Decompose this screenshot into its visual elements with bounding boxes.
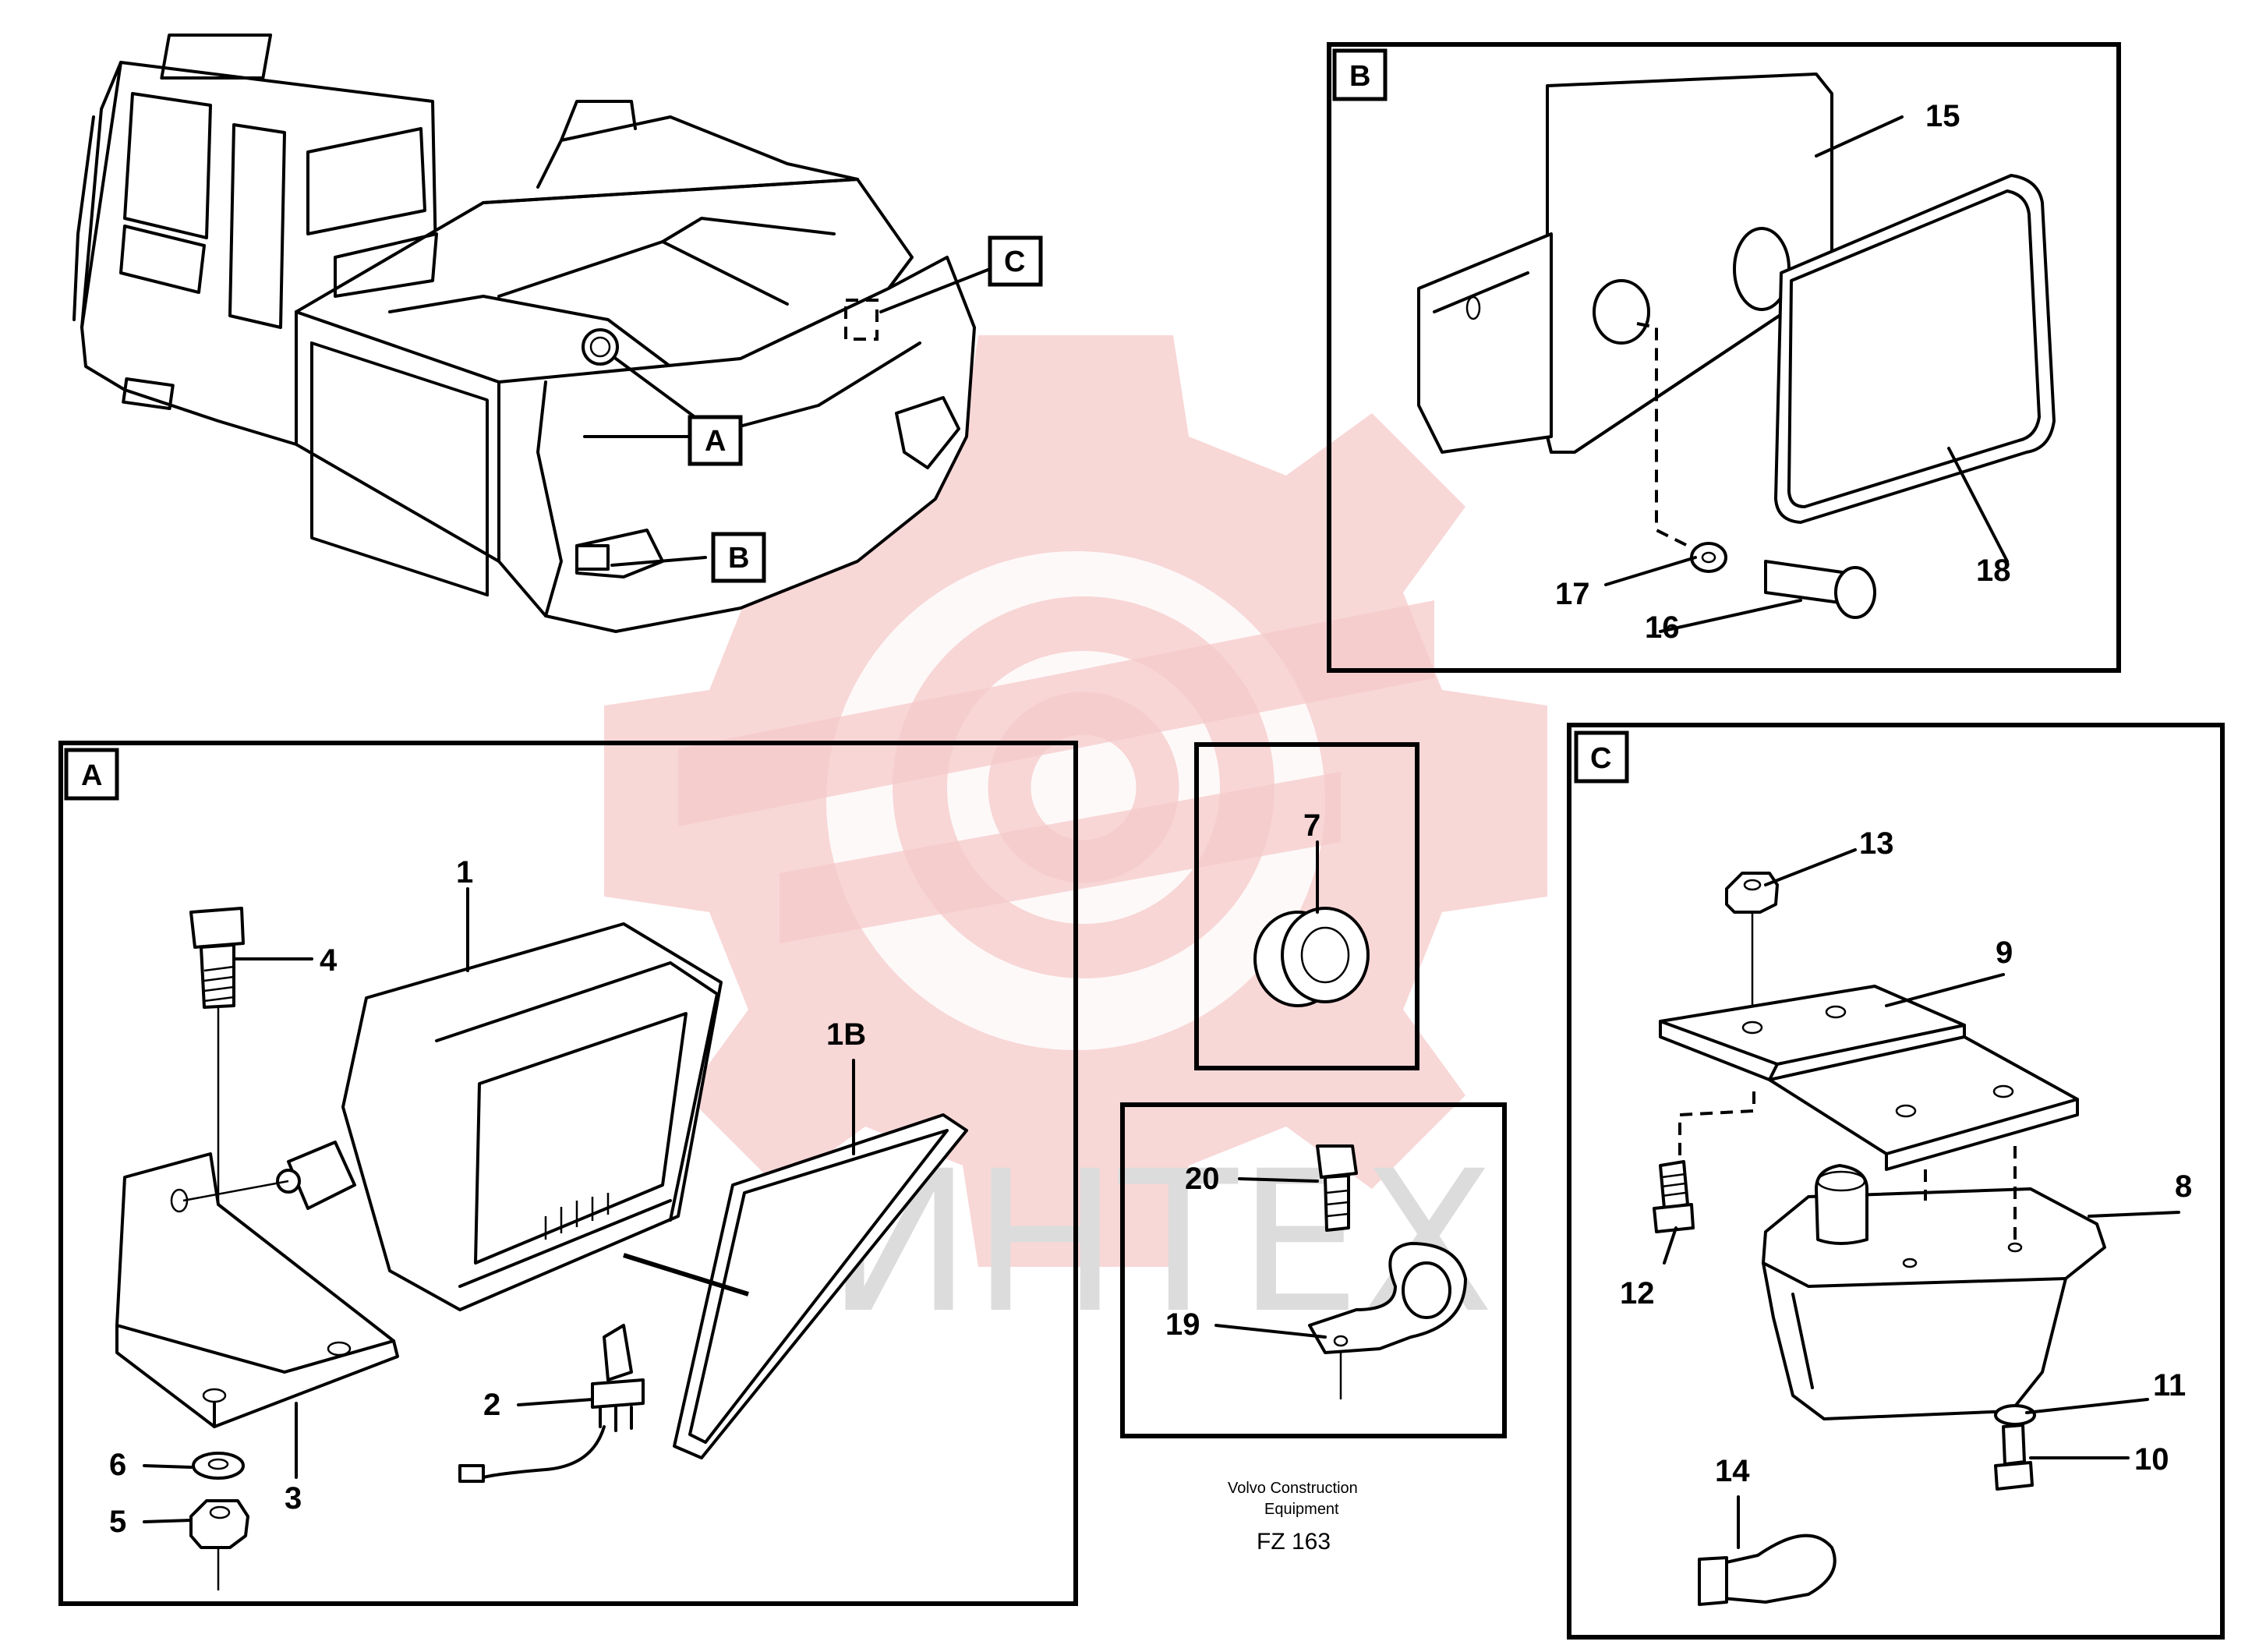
part-number-2: 2 <box>483 1388 500 1422</box>
part-number-3: 3 <box>285 1481 302 1516</box>
detail-a-panel: A <box>58 741 1078 1606</box>
part-number-7: 7 <box>1303 808 1320 843</box>
detail-c-panel: C <box>1567 723 2225 1640</box>
part-number-4: 4 <box>320 943 338 978</box>
part-number-20: 20 <box>1185 1162 1220 1196</box>
part-number-14: 14 <box>1715 1454 1750 1488</box>
part-number-18: 18 <box>1976 554 2011 588</box>
part-number-11: 11 <box>2153 1368 2186 1403</box>
caption-line-1: Volvo Construction <box>1228 1480 1358 1497</box>
detail-c-tag-label: C <box>1590 742 1611 775</box>
detail-clip-panel: 20 19 <box>1120 1102 1507 1438</box>
overview-tag-c-label: C <box>1004 246 1025 278</box>
overview-tag-b-label: B <box>728 542 749 575</box>
part-number-1: 1 <box>456 855 473 890</box>
part-number-19: 19 <box>1165 1307 1200 1342</box>
detail-c-tag <box>1574 730 1629 784</box>
figure-code: FZ 163 <box>1257 1529 1331 1555</box>
part-number-9: 9 <box>1996 936 2013 970</box>
part-number-10: 10 <box>2134 1442 2169 1477</box>
overview-tag-a <box>688 415 743 466</box>
part-number-6: 6 <box>109 1448 126 1482</box>
part-number-16: 16 <box>1645 610 1680 645</box>
part-number-13: 13 <box>1859 826 1894 861</box>
part-number-8: 8 <box>2175 1169 2192 1204</box>
part-number-1b: 1B <box>826 1017 866 1052</box>
excavator-overview: A B C <box>72 34 1043 633</box>
detail-b-panel: B 15 18 17 16 <box>1327 42 2121 673</box>
caption-line-2: Equipment <box>1264 1501 1339 1518</box>
part-number-5: 5 <box>109 1505 126 1539</box>
overview-tag-c <box>988 235 1043 287</box>
overview-tag-b <box>711 532 766 583</box>
overview-tag-a-label: A <box>705 425 726 458</box>
part-number-15: 15 <box>1925 99 1960 133</box>
detail-b-tag <box>1332 48 1388 101</box>
detail-a-tag-label: A <box>81 759 102 792</box>
part-number-12: 12 <box>1620 1276 1655 1311</box>
figure-caption: Volvo Construction Equipment FZ 163 <box>1228 1480 1358 1555</box>
part-number-17: 17 <box>1555 577 1590 611</box>
detail-b-tag-label: B <box>1349 60 1370 93</box>
detail-grommet-panel: 7 <box>1194 742 1419 1070</box>
detail-a-tag <box>64 748 119 801</box>
